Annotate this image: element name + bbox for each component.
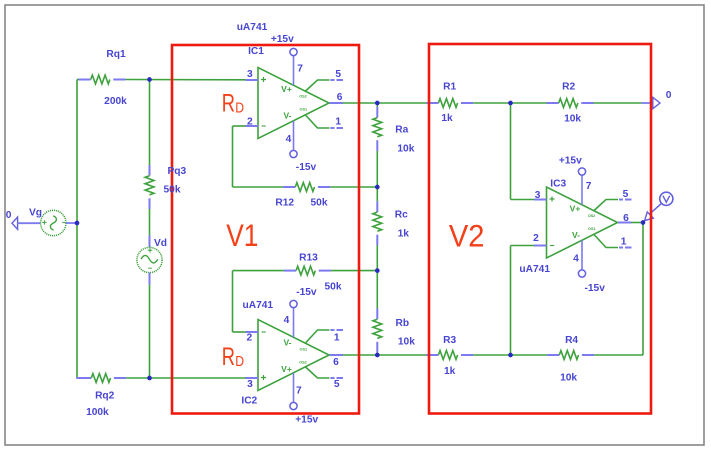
svg-text:50k: 50k	[311, 198, 328, 209]
svg-text:Ra: Ra	[395, 124, 408, 135]
svg-text:IC3: IC3	[550, 179, 566, 190]
svg-text:6: 6	[623, 213, 629, 224]
svg-text:50k: 50k	[164, 185, 181, 196]
svg-text:10k: 10k	[564, 113, 581, 124]
svg-text:+15v: +15v	[295, 414, 318, 425]
svg-text:1: 1	[621, 236, 627, 247]
svg-text:OS1: OS1	[299, 347, 307, 351]
svg-text:Vg: Vg	[29, 208, 42, 219]
svg-text:V-: V-	[283, 111, 291, 121]
svg-text:Pq3: Pq3	[167, 166, 186, 177]
svg-text:uA741: uA741	[519, 264, 550, 275]
svg-text:2: 2	[533, 233, 539, 244]
svg-text:OS1: OS1	[588, 227, 596, 231]
svg-text:1k: 1k	[444, 366, 456, 377]
svg-text:1k: 1k	[441, 113, 453, 124]
svg-text:6: 6	[333, 357, 339, 368]
svg-text:OS2: OS2	[299, 361, 307, 365]
svg-text:R12: R12	[275, 198, 294, 209]
svg-text:R1: R1	[443, 82, 456, 93]
svg-text:R: R	[222, 343, 235, 371]
svg-text:IC1: IC1	[248, 46, 264, 57]
svg-text:Rq1: Rq1	[106, 49, 126, 60]
svg-text:V-: V-	[572, 230, 580, 240]
svg-text:Rq2: Rq2	[95, 391, 115, 402]
svg-text:V1: V1	[226, 217, 258, 253]
svg-text:0: 0	[666, 90, 672, 101]
svg-text:uA741: uA741	[243, 300, 274, 311]
svg-text:7: 7	[586, 181, 592, 192]
svg-text:6: 6	[337, 92, 343, 103]
svg-text:7: 7	[297, 64, 303, 75]
svg-text:100k: 100k	[86, 407, 109, 418]
svg-text:D: D	[235, 354, 244, 370]
svg-text:-15v: -15v	[296, 287, 317, 298]
svg-text:Vd: Vd	[154, 238, 167, 249]
svg-text:R3: R3	[443, 335, 456, 346]
svg-text:5: 5	[623, 189, 629, 200]
svg-text:V2: V2	[449, 217, 485, 253]
svg-text:V+: V+	[281, 84, 292, 94]
svg-text:V+: V+	[570, 204, 581, 214]
svg-text:200k: 200k	[104, 96, 127, 107]
svg-text:5: 5	[335, 69, 341, 80]
svg-text:IC2: IC2	[241, 396, 257, 407]
svg-text:7: 7	[296, 385, 302, 396]
svg-text:+15v: +15v	[559, 156, 582, 167]
svg-text:R: R	[222, 90, 235, 118]
svg-text:D: D	[235, 101, 244, 117]
svg-text:10k: 10k	[398, 336, 415, 347]
svg-text:+15v: +15v	[271, 34, 294, 45]
svg-text:-15v: -15v	[296, 162, 317, 173]
svg-text:4: 4	[284, 315, 290, 326]
svg-text:R13: R13	[299, 253, 318, 264]
svg-text:V-: V-	[283, 338, 291, 348]
svg-text:OS2: OS2	[299, 94, 307, 98]
svg-text:3: 3	[247, 69, 253, 80]
svg-text:2: 2	[246, 333, 252, 344]
svg-text:5: 5	[334, 379, 340, 390]
svg-text:Rc: Rc	[395, 210, 408, 221]
svg-text:1k: 1k	[398, 229, 410, 240]
svg-text:Rb: Rb	[396, 318, 410, 329]
svg-text:0: 0	[6, 210, 12, 221]
svg-text:OS2: OS2	[588, 214, 596, 218]
svg-text:V+: V+	[281, 364, 292, 374]
svg-text:uA741: uA741	[237, 22, 268, 33]
svg-text:R4: R4	[565, 335, 578, 346]
svg-text:4: 4	[573, 254, 579, 265]
svg-text:R2: R2	[562, 82, 575, 93]
svg-text:OS1: OS1	[299, 108, 307, 112]
svg-text:2: 2	[247, 117, 253, 128]
svg-text:3: 3	[247, 379, 253, 390]
svg-text:1: 1	[334, 333, 340, 344]
svg-text:50k: 50k	[325, 281, 342, 292]
svg-text:-15v: -15v	[585, 283, 606, 294]
svg-text:3: 3	[535, 190, 541, 201]
svg-text:4: 4	[286, 134, 292, 145]
svg-text:10k: 10k	[560, 372, 577, 383]
svg-text:10k: 10k	[397, 144, 414, 155]
svg-text:1: 1	[335, 117, 341, 128]
